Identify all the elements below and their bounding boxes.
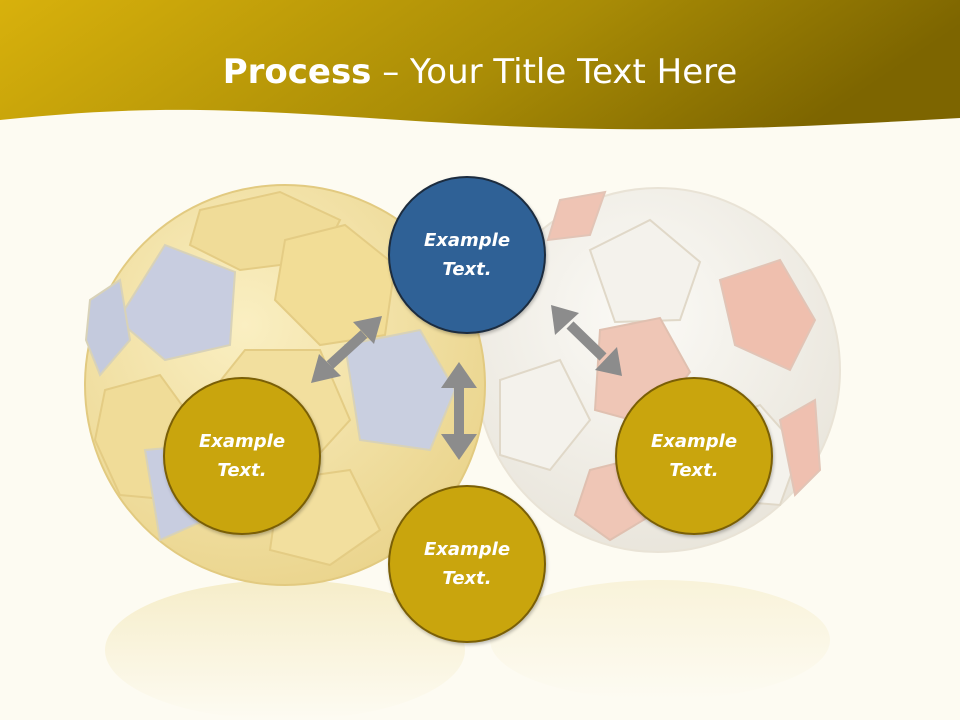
page-title: Process – Your Title Text Here [0,52,960,92]
double-arrow-icon [311,316,382,383]
title-rest: – Your Title Text Here [371,52,738,92]
right-ball-reflection [490,580,830,700]
double-arrow-icon [441,362,477,460]
title-bold: Process [222,52,372,92]
double-arrow-icon [551,305,622,376]
left-ball-reflection [105,580,465,720]
header-band [0,0,960,130]
